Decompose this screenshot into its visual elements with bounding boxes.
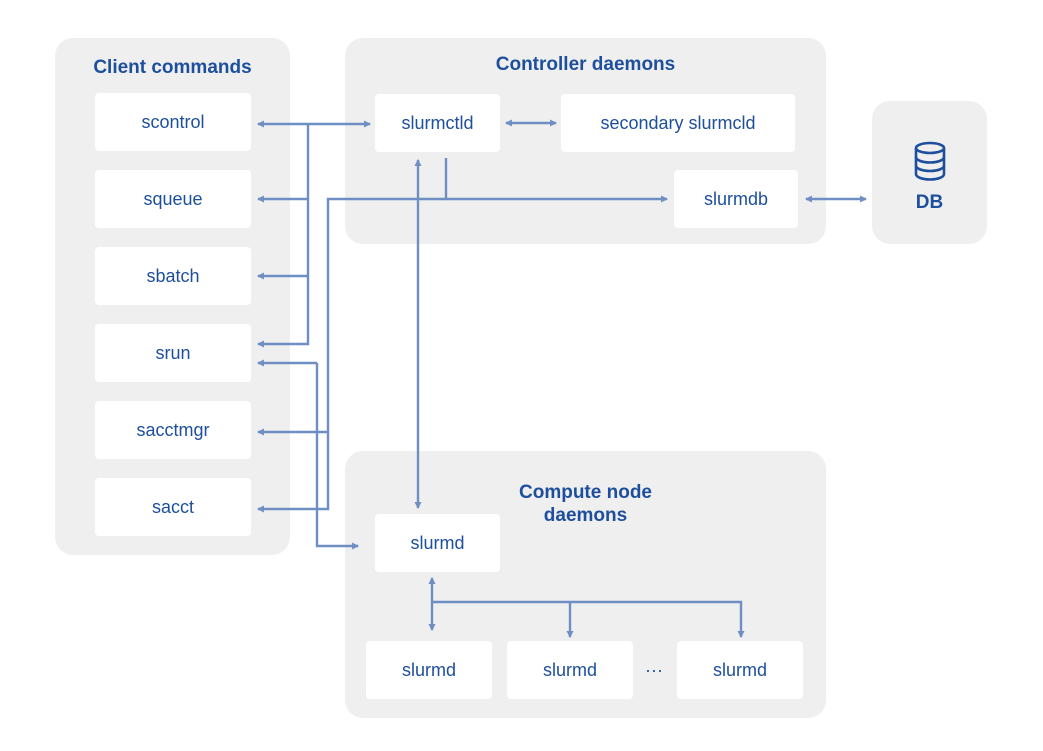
client-command-srun: srun bbox=[95, 324, 251, 382]
secondary-slurmctld-node: secondary slurmcld bbox=[561, 94, 795, 152]
more-nodes-ellipsis: ··· bbox=[645, 660, 663, 680]
db-label: DB bbox=[915, 192, 944, 213]
accounting-bus-line bbox=[256, 197, 446, 513]
client-command-sacctmgr: sacctmgr bbox=[95, 401, 251, 459]
slurmctld-slurmdbd-connector bbox=[444, 158, 669, 203]
slurmd-worker-node: slurmd bbox=[507, 641, 633, 699]
client-command-squeue: squeue bbox=[95, 170, 251, 228]
slurmd-worker-node: slurmd bbox=[677, 641, 803, 699]
client-commands-title: Client commands bbox=[93, 57, 252, 78]
slurmctld-node: slurmctld bbox=[375, 94, 500, 152]
slurmd-head-node: slurmd bbox=[375, 514, 500, 572]
slurmd-fanout-bus bbox=[432, 600, 745, 639]
srun-slurmd-path bbox=[315, 363, 360, 550]
client-command-sacct: sacct bbox=[95, 478, 251, 536]
client-bus-line bbox=[256, 124, 310, 348]
slurmd-worker-node: slurmd bbox=[366, 641, 492, 699]
db-panel: DB bbox=[872, 101, 987, 244]
compute-node-title: Compute node daemons bbox=[519, 482, 652, 526]
database-icon bbox=[914, 141, 946, 181]
client-command-sbatch: sbatch bbox=[95, 247, 251, 305]
controller-daemons-title: Controller daemons bbox=[495, 54, 676, 75]
slurmdbd-node: slurmdb bbox=[674, 170, 798, 228]
client-command-scontrol: scontrol bbox=[95, 93, 251, 151]
